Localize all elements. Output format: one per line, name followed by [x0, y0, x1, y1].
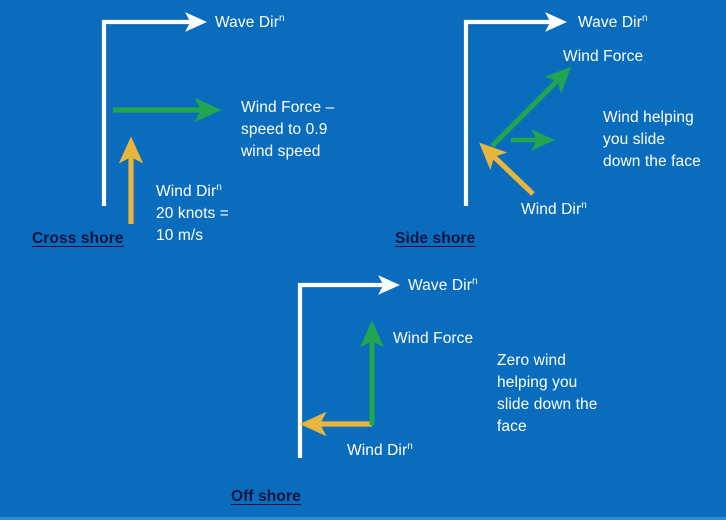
side-shore-note-label: Wind helping you slide down the face	[603, 109, 701, 170]
panel-title-side-shore: Side shore	[395, 230, 476, 247]
side-shore-wind-direction-text: Wind Dir	[521, 201, 582, 218]
off-shore-wave-arrow-line	[297, 275, 400, 458]
cross-shore-wind-direction-label: Wind Dirn 20 knots = 10 m/s	[156, 181, 229, 247]
side-shore-wind-force-label: Wind Force	[563, 48, 644, 65]
panel-title-off-shore: Off shore	[231, 488, 301, 505]
off-shore-wind-direction-superscript: n	[407, 440, 413, 452]
side-shore-wave-direction-label: Wave Dirn	[578, 12, 648, 34]
off-shore-wave-direction-label: Wave Dirn	[408, 275, 478, 297]
side-shore-wave-arrow-line	[463, 12, 567, 206]
panel-title-cross-shore: Cross shore	[32, 230, 124, 247]
cross-shore-wind-force-label: Wind Force – speed to 0.9 wind speed	[241, 99, 335, 160]
cross-shore-wind-direction-text: Wind Dir	[156, 183, 217, 200]
side-shore-wave-direction-superscript: n	[641, 12, 648, 24]
side-shore-wind-dir-arrow	[479, 142, 535, 196]
off-shore-wave-direction-superscript: n	[471, 275, 478, 287]
cross-shore-wave-direction-superscript: n	[278, 12, 285, 24]
off-shore-wave-direction-text: Wave Dir	[408, 277, 472, 294]
side-shore-wave-direction-text: Wave Dir	[578, 14, 642, 31]
off-shore-panel-graphics	[297, 275, 400, 458]
cross-shore-wind-direction-detail: 20 knots = 10 m/s	[156, 205, 229, 244]
cross-shore-wave-direction-label: Wave Dirn	[215, 12, 285, 34]
cross-shore-wave-arrow-line	[101, 12, 207, 206]
cross-shore-wind-direction-superscript: n	[216, 181, 222, 193]
side-shore-wind-force-arrow	[490, 66, 572, 148]
side-shore-panel-graphics	[463, 12, 572, 206]
cross-shore-wave-direction-text: Wave Dir	[215, 14, 279, 31]
off-shore-wind-direction-label: Wind Dirn	[347, 440, 413, 462]
off-shore-wind-direction-text: Wind Dir	[347, 442, 408, 459]
off-shore-note-label: Zero wind helping you slide down the fac…	[497, 352, 598, 435]
side-shore-wind-direction-superscript: n	[581, 199, 587, 211]
off-shore-wind-force-label: Wind Force	[393, 330, 474, 347]
side-shore-wind-direction-label: Wind Dirn	[521, 199, 587, 221]
